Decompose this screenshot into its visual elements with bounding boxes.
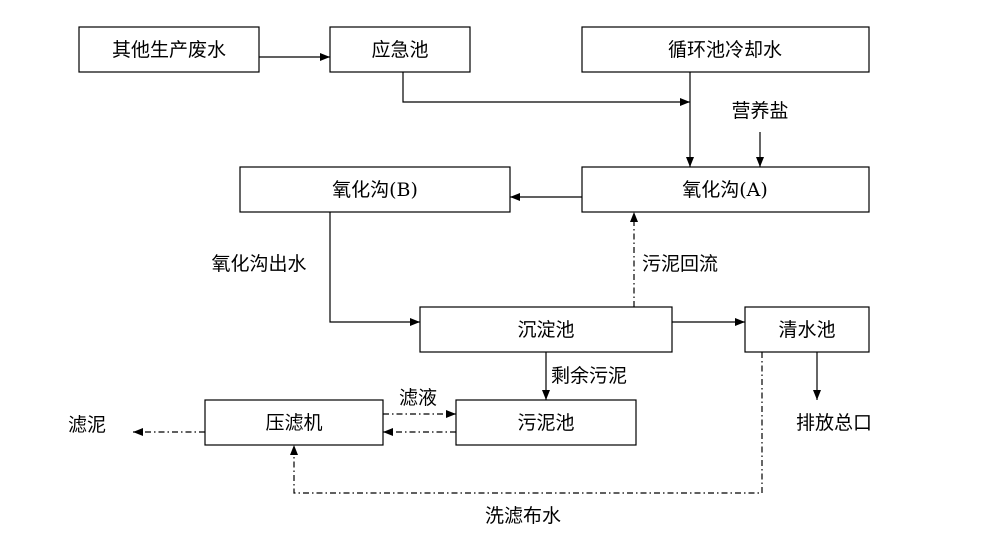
other-wastewater-box [78,26,260,73]
cooling-water-box [581,26,870,73]
filter-press-label: 压滤机 [265,412,322,434]
oxidation-ditch-a-label: 氧化沟(A) [682,179,768,201]
arrow-emergency-to-junction [402,72,690,106]
filter-sludge-label: 滤泥 [68,414,106,436]
filtrate-label: 滤液 [399,387,437,409]
main-outlet-label: 排放总口 [796,412,872,434]
oxidation-ditch-a-box [581,166,870,213]
filter-press-box [204,399,384,446]
excess-sludge-label: 剩余污泥 [551,365,627,387]
clear-water-pool-label: 清水池 [778,319,835,341]
arrow-wash-water-to-filter-press [290,352,763,494]
sludge-pool-label: 污泥池 [517,412,574,434]
emergency-pool-box [329,26,471,73]
sludge-return-label: 污泥回流 [642,253,718,275]
emergency-pool-label: 应急池 [371,39,428,61]
cooling-water-label: 循环池冷却水 [668,39,782,61]
oxidation-ditch-b-label: 氧化沟(B) [332,179,418,201]
arrow-ditch-b-to-sedimentation [329,212,420,326]
oxidation-ditch-b-box [239,166,511,213]
sludge-pool-box [455,399,637,446]
other-wastewater-label: 其他生产废水 [112,39,226,61]
nutrient-salt-label: 营养盐 [731,100,788,122]
wash-water-label: 洗滤布水 [485,505,561,527]
sedimentation-pool-box [419,306,673,353]
clear-water-pool-box [744,306,870,353]
ditch-effluent-label: 氧化沟出水 [211,253,306,275]
sedimentation-pool-label: 沉淀池 [517,319,574,341]
